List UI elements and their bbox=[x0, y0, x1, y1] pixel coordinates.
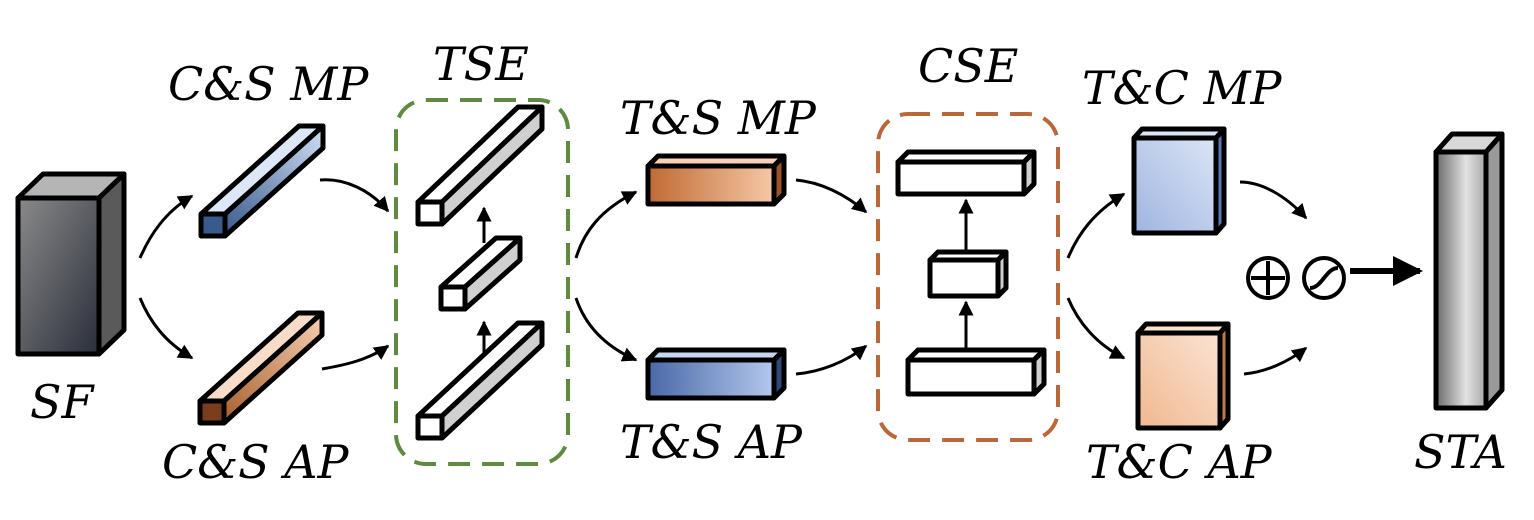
tc-ap-block bbox=[1135, 321, 1231, 431]
cs-mp-bar bbox=[198, 123, 326, 239]
sta-label: STA bbox=[1414, 425, 1507, 479]
cs-ap-label: C&S AP bbox=[162, 435, 349, 489]
ts-ap-label: T&S AP bbox=[620, 415, 803, 469]
cs-ap-bar bbox=[197, 310, 325, 426]
csmp-to-tse-arrow bbox=[319, 178, 390, 213]
sf-to-csap-arrow bbox=[138, 297, 194, 360]
sf-label: SF bbox=[30, 375, 96, 429]
ts-ap-bar bbox=[645, 347, 787, 401]
cse-top-bar bbox=[895, 149, 1037, 197]
tsmp-to-cse-arrow bbox=[795, 178, 868, 214]
tc-ap-label: T&C AP bbox=[1086, 435, 1273, 489]
ts-mp-bar bbox=[645, 153, 787, 207]
tse-to-tsap-arrow bbox=[574, 297, 638, 362]
tse-module-border bbox=[394, 98, 570, 466]
tse-bottom-bar bbox=[415, 320, 545, 441]
sigmoid-icon bbox=[1302, 256, 1346, 300]
tc-mp-block bbox=[1131, 126, 1227, 236]
tsap-to-cse-arrow bbox=[795, 344, 868, 376]
sf-to-csmp-arrow bbox=[138, 194, 194, 259]
tcap-to-combine-arrow bbox=[1243, 346, 1308, 376]
tc-mp-label: T&C MP bbox=[1082, 61, 1283, 115]
cse-label: CSE bbox=[918, 39, 1018, 93]
cse-middle-bar bbox=[927, 249, 1009, 299]
cse-to-tcap-arrow bbox=[1066, 297, 1126, 360]
ts-mp-label: T&S MP bbox=[620, 91, 817, 145]
csap-to-tse-arrow bbox=[321, 344, 390, 371]
tse-middle-bar bbox=[438, 235, 523, 312]
circled-plus-icon bbox=[1246, 256, 1290, 300]
tse-to-tsmp-arrow bbox=[574, 190, 638, 259]
cse-bottom-bar bbox=[905, 347, 1047, 397]
cse-to-tcmp-arrow bbox=[1066, 192, 1126, 259]
tse-label: TSE bbox=[433, 37, 529, 91]
sf-feature-block bbox=[15, 171, 127, 357]
cs-mp-label: C&S MP bbox=[168, 57, 369, 111]
sta-output-block bbox=[1433, 131, 1505, 411]
tse-top-bar bbox=[415, 104, 545, 227]
tcmp-to-combine-arrow bbox=[1239, 180, 1308, 220]
